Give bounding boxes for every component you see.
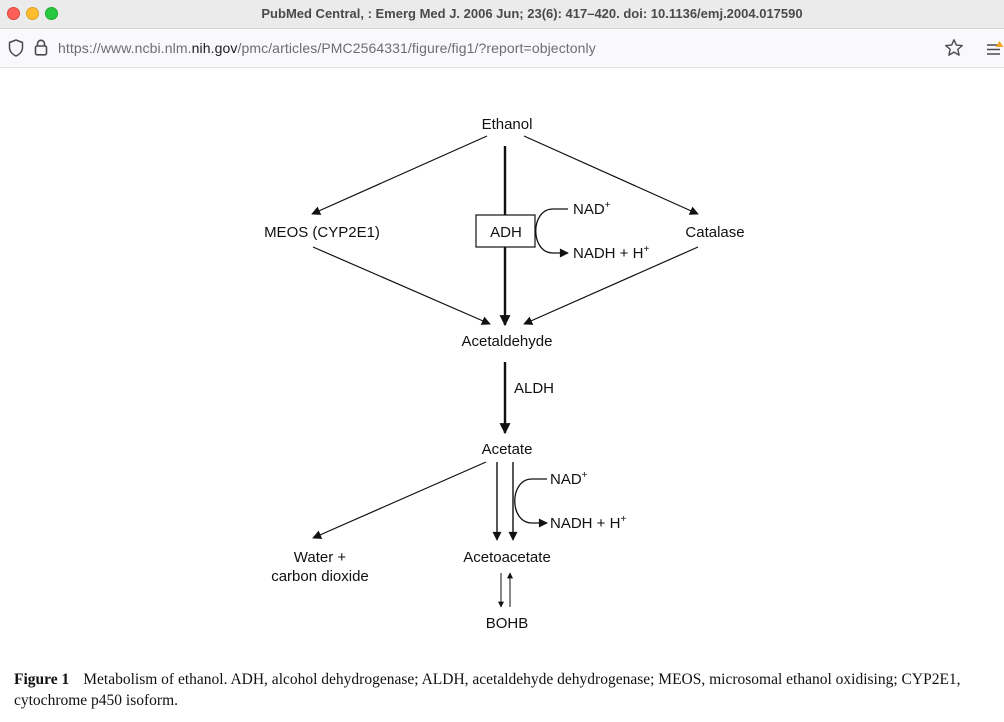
window-title: PubMed Central, : Emerg Med J. 2006 Jun;… [261, 6, 803, 21]
figure-image: Ethanol MEOS (CYP2E1) ADH Catalase Aceta… [0, 68, 1004, 648]
url-prefix: https://www.ncbi.nlm. [58, 40, 192, 56]
node-acetaldehyde: Acetaldehyde [462, 333, 553, 350]
bookmark-star-icon[interactable] [944, 38, 964, 58]
cofactor-nadh-bottom: NADH + H+ [550, 514, 626, 532]
close-window-button[interactable] [7, 7, 20, 20]
minimize-window-button[interactable] [26, 7, 39, 20]
node-bohb: BOHB [486, 615, 529, 632]
node-ethanol: Ethanol [482, 116, 533, 133]
cofactor-nad-top: NAD+ [573, 200, 611, 218]
node-water-line2: carbon dioxide [271, 568, 369, 585]
node-meos: MEOS (CYP2E1) [264, 224, 380, 241]
node-acetoacetate: Acetoacetate [463, 549, 551, 566]
cofactor-nad-bottom: NAD+ [550, 470, 588, 488]
padlock-icon[interactable] [34, 39, 48, 56]
caption-text: Metabolism of ethanol. ADH, alcohol dehy… [14, 671, 961, 709]
arrow-meos-acetaldehyde [312, 246, 491, 325]
node-catalase: Catalase [685, 224, 744, 241]
arrow-ethanol-meos [311, 135, 488, 215]
address-toolbar: https://www.ncbi.nlm.nih.gov/pmc/article… [0, 29, 1004, 68]
node-adh: ADH [490, 224, 522, 241]
url-field[interactable]: https://www.ncbi.nlm.nih.gov/pmc/article… [58, 29, 596, 67]
ethanol-metabolism-diagram: Ethanol MEOS (CYP2E1) ADH Catalase Aceta… [264, 116, 745, 632]
arrow-acetate-water [312, 461, 487, 539]
arrow-ethanol-catalase [523, 135, 699, 215]
node-water-line1: Water + [294, 549, 347, 566]
url-host: nih.gov [191, 40, 238, 56]
app-menu-icon[interactable] [986, 41, 1004, 57]
url-path: /pmc/articles/PMC2564331/figure/fig1/?re… [237, 40, 596, 56]
caption-label: Figure 1 [14, 671, 70, 688]
adh-box [475, 214, 536, 248]
arrow-catalase-acetaldehyde [523, 246, 699, 325]
cofactor-curve-top [535, 208, 569, 258]
node-acetate: Acetate [482, 441, 533, 458]
window-titlebar: PubMed Central, : Emerg Med J. 2006 Jun;… [0, 0, 1004, 29]
cofactor-nadh-top: NADH + H+ [573, 244, 649, 262]
label-aldh: ALDH [514, 380, 554, 397]
tracking-protection-shield-icon[interactable] [8, 39, 24, 57]
maximize-window-button[interactable] [45, 7, 58, 20]
cofactor-curve-bottom [514, 478, 548, 528]
